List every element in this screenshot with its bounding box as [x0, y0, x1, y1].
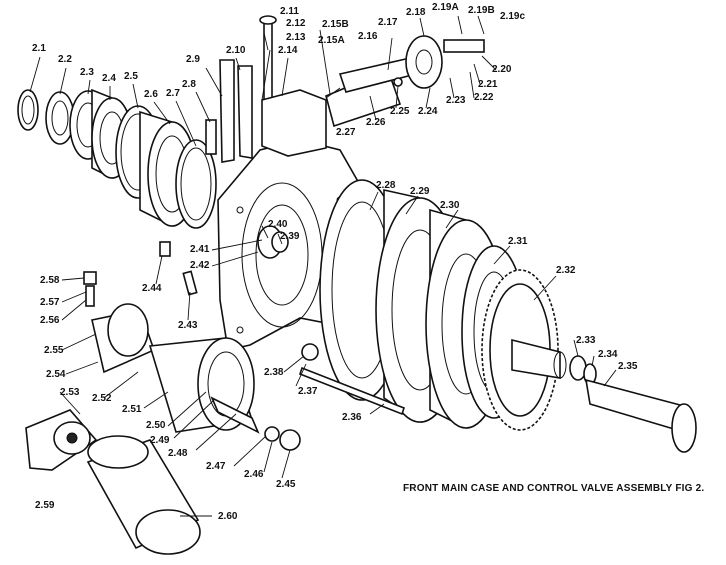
part-label: 2.60 — [218, 511, 238, 522]
valve-housing — [261, 89, 327, 157]
oil-filter-2-60 — [86, 435, 201, 555]
filter-head-2-59 — [25, 409, 98, 471]
lever-2-10 — [237, 65, 253, 159]
part-label: 2.16 — [358, 31, 378, 42]
plug-2-44 — [159, 241, 171, 257]
part-label: 2.9 — [186, 54, 200, 65]
part-label: 2.12 — [286, 18, 306, 29]
part-label: 2.36 — [342, 412, 362, 423]
circlip-2-1 — [17, 89, 39, 131]
part-label: 2.6 — [144, 89, 158, 100]
part-label: 2.59 — [35, 500, 55, 511]
plug-2-39 — [271, 231, 289, 253]
part-label: 2.40 — [268, 219, 288, 230]
pin-2-8 — [205, 119, 217, 155]
part-label: 2.55 — [44, 345, 64, 356]
plug-2-46 — [279, 429, 301, 451]
part-label: 2.37 — [298, 386, 318, 397]
part-label: 2.13 — [286, 32, 306, 43]
part-label: 2.3 — [80, 67, 94, 78]
part-label: 2.56 — [40, 315, 60, 326]
part-label: 2.57 — [40, 297, 60, 308]
valve-stem-2-19 — [443, 39, 485, 53]
bracket-2-9 — [219, 59, 235, 163]
part-label: 2.50 — [146, 420, 166, 431]
part-label: 2.53 — [60, 387, 80, 398]
part-label: 2.14 — [278, 45, 298, 56]
part-label: 2.34 — [598, 349, 618, 360]
part-label: 2.4 — [102, 73, 116, 84]
part-label: 2.5 — [124, 71, 138, 82]
pin-2-36 — [299, 366, 405, 416]
part-label: 2.24 — [418, 106, 438, 117]
part-label: 2.27 — [336, 127, 356, 138]
cap-2-58 — [83, 271, 97, 285]
part-label: 2.1 — [32, 43, 46, 54]
part-label: 2.49 — [150, 435, 170, 446]
part-label: 2.44 — [142, 283, 162, 294]
part-label: 2.30 — [440, 200, 460, 211]
part-label: 2.18 — [406, 7, 426, 18]
part-label: 2.31 — [508, 236, 528, 247]
figure-caption: FRONT MAIN CASE AND CONTROL VALVE ASSEMB… — [403, 483, 705, 494]
part-label: 2.15B — [322, 19, 349, 30]
part-label: 2.47 — [206, 461, 226, 472]
part-label: 2.28 — [376, 180, 396, 191]
shaft-2-35 — [585, 378, 697, 453]
part-label: 2.43 — [178, 320, 198, 331]
part-label: 2.19B — [468, 5, 495, 16]
pin-2-43 — [182, 270, 198, 296]
part-label: 2.38 — [264, 367, 284, 378]
part-label: 2.39 — [280, 231, 300, 242]
washer-2-47 — [264, 426, 280, 442]
part-label: 2.2 — [58, 54, 72, 65]
part-label: 2.58 — [40, 275, 60, 286]
part-label: 2.35 — [618, 361, 638, 372]
part-label: 2.19A — [432, 2, 459, 13]
part-label: 2.7 — [166, 88, 180, 99]
part-label: 2.52 — [92, 393, 112, 404]
leader-lines — [29, 15, 617, 517]
part-label: 2.48 — [168, 448, 188, 459]
part-label: 2.42 — [190, 260, 210, 271]
part-label: 2.19c — [500, 11, 526, 22]
part-label: 2.22 — [474, 92, 494, 103]
part-label: 2.46 — [244, 469, 264, 480]
part-label: 2.45 — [276, 479, 296, 490]
part-label: 2.41 — [190, 244, 210, 255]
part-label: 2.21 — [478, 79, 498, 90]
part-label: 2.20 — [492, 64, 512, 75]
part-label: 2.29 — [410, 186, 430, 197]
part-label: 2.25 — [390, 106, 410, 117]
part-label: 2.26 — [366, 117, 386, 128]
part-label: 2.8 — [182, 79, 196, 90]
gear-2-32 — [481, 269, 567, 431]
part-label: 2.23 — [446, 95, 466, 106]
flange-2-17 — [405, 35, 443, 89]
part-label: 2.15A — [318, 35, 345, 46]
part-label: 2.54 — [46, 369, 66, 380]
part-label: 2.11 — [280, 6, 299, 17]
nut-2-38 — [301, 343, 319, 361]
pump-body-2-55 — [91, 303, 155, 374]
stud-2-56 — [85, 285, 95, 307]
part-label: 2.10 — [226, 45, 246, 56]
part-label: 2.17 — [378, 17, 398, 28]
part-label: 2.51 — [122, 404, 142, 415]
part-label: 2.33 — [576, 335, 596, 346]
ring-2-7 — [175, 139, 217, 229]
part-label: 2.32 — [556, 265, 576, 276]
